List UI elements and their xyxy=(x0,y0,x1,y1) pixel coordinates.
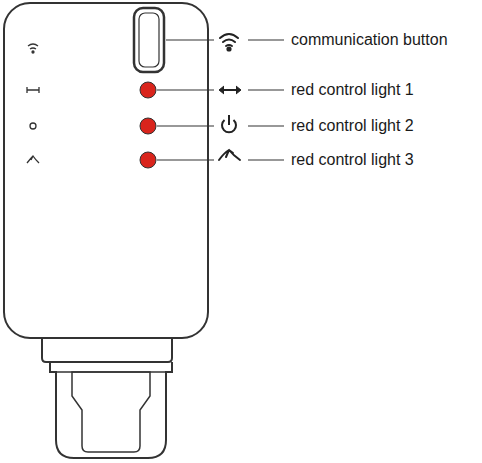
power-icon xyxy=(228,115,230,125)
power-icon-small xyxy=(30,123,36,129)
wifi-icon-small xyxy=(32,51,34,53)
leader-line xyxy=(157,89,214,90)
large-icons xyxy=(219,34,241,160)
leader-line xyxy=(157,159,214,160)
communication-button xyxy=(134,8,164,72)
plug-edge xyxy=(56,371,166,373)
device-body xyxy=(4,3,208,458)
wifi-icon xyxy=(227,47,230,50)
red-control-light xyxy=(140,152,156,168)
leader-line xyxy=(157,125,214,126)
button-inner xyxy=(139,13,159,67)
leader-line xyxy=(248,159,284,160)
wifi-icon xyxy=(220,34,238,46)
link-icon xyxy=(219,86,241,94)
plug-inner xyxy=(72,372,150,452)
red-control-light xyxy=(140,118,156,134)
fault-icon xyxy=(219,150,240,160)
red-lights xyxy=(140,82,156,168)
fault-icon-small xyxy=(27,156,39,163)
leader-line xyxy=(248,39,284,40)
part-label: red control light 1 xyxy=(290,80,415,99)
housing xyxy=(4,3,208,338)
plug-collar xyxy=(42,338,172,362)
red-control-light xyxy=(140,82,156,98)
leader-lines xyxy=(157,40,284,160)
leader-line xyxy=(248,89,284,90)
leader-line xyxy=(248,125,284,126)
small-icons xyxy=(27,44,39,163)
leader-line xyxy=(166,39,214,40)
part-label: red control light 2 xyxy=(290,116,415,135)
part-label: red control light 3 xyxy=(290,150,415,169)
part-label: communication button xyxy=(290,30,449,49)
link-icon-small xyxy=(27,87,39,93)
plug-outer xyxy=(50,362,172,458)
wifi-icon-small xyxy=(28,44,38,49)
